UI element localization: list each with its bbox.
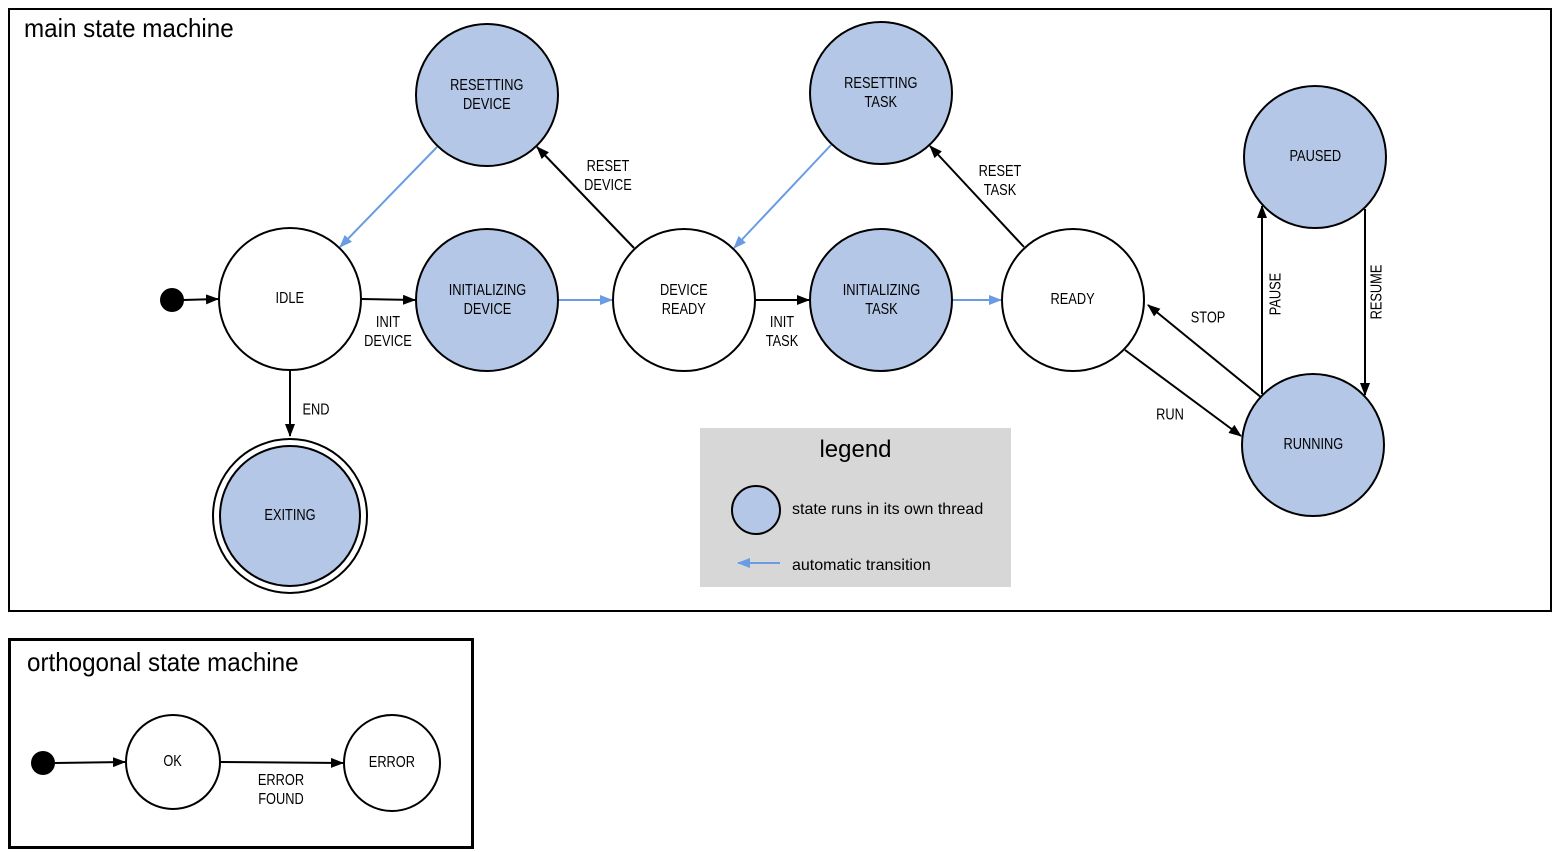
state-error: ERROR: [343, 714, 441, 812]
transition-error-found-label: ERROR FOUND: [257, 772, 305, 808]
state-initializing-task: INITIALIZING TASK: [809, 228, 953, 372]
state-ok: OK: [125, 714, 221, 810]
transition-init-device-label: INIT DEVICE: [364, 314, 412, 350]
transition-pause-label: PAUSE: [1267, 272, 1285, 316]
legend-threaded-state-label: state runs in its own thread: [792, 501, 984, 518]
transition-run-label: RUN: [1156, 406, 1184, 424]
legend-auto-transition-arrow-icon: [737, 558, 780, 568]
state-resetting-device-label: RESETTING DEVICE: [450, 76, 524, 113]
legend-threaded-state-sample-icon: [731, 485, 781, 535]
state-device-ready-label: DEVICE READY: [660, 281, 708, 318]
state-initializing-task-label: INITIALIZING TASK: [842, 281, 920, 318]
state-ready: READY: [1001, 228, 1145, 372]
transition-end-label: END: [302, 401, 330, 419]
state-running: RUNNING: [1241, 373, 1385, 517]
state-error-label: ERROR: [368, 754, 416, 772]
state-device-ready: DEVICE READY: [612, 228, 756, 372]
state-paused-label: PAUSED: [1289, 148, 1341, 166]
transition-reset-device-label: RESET DEVICE: [584, 158, 632, 194]
orthogonal-machine-title: orthogonal state machine: [27, 647, 299, 677]
transition-resume-label: RESUME: [1368, 264, 1386, 320]
state-ok-label: OK: [163, 753, 183, 771]
state-paused: PAUSED: [1243, 85, 1387, 229]
state-initializing-device: INITIALIZING DEVICE: [415, 228, 559, 372]
legend-panel: legend state runs in its own thread auto…: [700, 428, 1011, 587]
legend-auto-transition-label: automatic transition: [792, 557, 931, 574]
state-idle: IDLE: [218, 227, 362, 371]
state-resetting-device: RESETTING DEVICE: [415, 23, 559, 167]
state-exiting: EXITING: [219, 445, 361, 587]
transition-reset-task-label: RESET TASK: [978, 163, 1022, 199]
state-idle-label: IDLE: [275, 290, 305, 308]
transition-stop-label: STOP: [1190, 309, 1226, 327]
state-exiting-final-ring: EXITING: [212, 438, 368, 594]
state-resetting-task: RESETTING TASK: [809, 21, 953, 165]
transition-init-task-label: INIT TASK: [765, 314, 799, 350]
state-initializing-device-label: INITIALIZING DEVICE: [448, 281, 526, 318]
state-exiting-label: EXITING: [264, 507, 316, 525]
state-ready-label: READY: [1050, 291, 1096, 309]
state-resetting-task-label: RESETTING TASK: [844, 74, 918, 111]
legend-title: legend: [819, 436, 892, 463]
main-machine-title: main state machine: [24, 13, 234, 43]
state-running-label: RUNNING: [1283, 436, 1343, 454]
initial-state-dot-orthogonal: [31, 751, 55, 775]
initial-state-dot-main: [160, 288, 184, 312]
